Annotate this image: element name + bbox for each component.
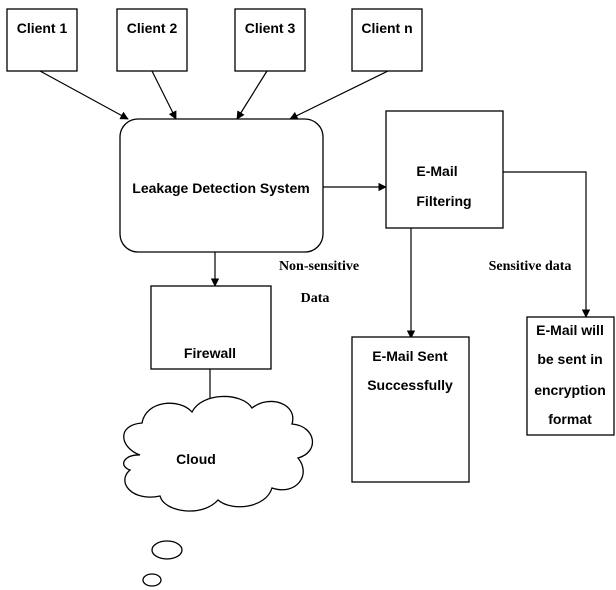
non-sensitive-label-line2: Data bbox=[301, 291, 330, 306]
client-1-node: Client 1 bbox=[6, 8, 78, 72]
arrow-client-n-to-lds bbox=[289, 70, 389, 120]
email-filtering-label-line1: E-Mail bbox=[416, 163, 457, 179]
firewall-node: Firewall bbox=[150, 285, 272, 370]
email-filtering-label-line2: Filtering bbox=[416, 193, 471, 209]
cloud-bubble-large bbox=[151, 540, 183, 560]
email-filtering-node: E-Mail Filtering bbox=[385, 110, 504, 229]
client-1-label: Client 1 bbox=[17, 20, 68, 36]
arrow-client-1-to-lds bbox=[39, 70, 129, 120]
cloud-shape bbox=[123, 395, 314, 512]
email-sent-label-line2: Successfully bbox=[367, 377, 453, 393]
client-n-node: Client n bbox=[351, 8, 423, 72]
client-n-label: Client n bbox=[361, 20, 412, 36]
arrow-client-3-to-lds bbox=[236, 70, 268, 120]
encrypted-email-node: E-Mail will be sent in encryption format bbox=[526, 316, 615, 436]
email-sent-node: E-Mail Sent Successfully bbox=[351, 336, 470, 483]
encrypted-label-line3: encryption bbox=[534, 382, 606, 398]
client-3-node: Client 3 bbox=[234, 8, 306, 72]
firewall-label: Firewall bbox=[184, 345, 236, 361]
cloud-node: Cloud bbox=[123, 395, 314, 587]
non-sensitive-label-line1: Non-sensitive bbox=[279, 259, 359, 274]
leakage-detection-label: Leakage Detection System bbox=[132, 180, 309, 196]
email-sent-label-line1: E-Mail Sent bbox=[372, 348, 448, 364]
encrypted-label-line2: be sent in bbox=[537, 351, 602, 367]
cloud-bubble-small bbox=[142, 573, 162, 587]
leakage-detection-node: Leakage Detection System bbox=[119, 118, 324, 253]
client-2-label: Client 2 bbox=[127, 20, 178, 36]
client-3-label: Client 3 bbox=[245, 20, 296, 36]
cloud-label: Cloud bbox=[176, 451, 216, 467]
client-2-node: Client 2 bbox=[116, 8, 188, 72]
arrow-client-2-to-lds bbox=[151, 70, 177, 120]
encrypted-label-line4: format bbox=[548, 411, 592, 427]
sensitive-data-label: Sensitive data bbox=[489, 259, 572, 274]
encrypted-label-line1: E-Mail will bbox=[536, 322, 604, 338]
arrow-filtering-to-encrypted bbox=[503, 171, 591, 318]
